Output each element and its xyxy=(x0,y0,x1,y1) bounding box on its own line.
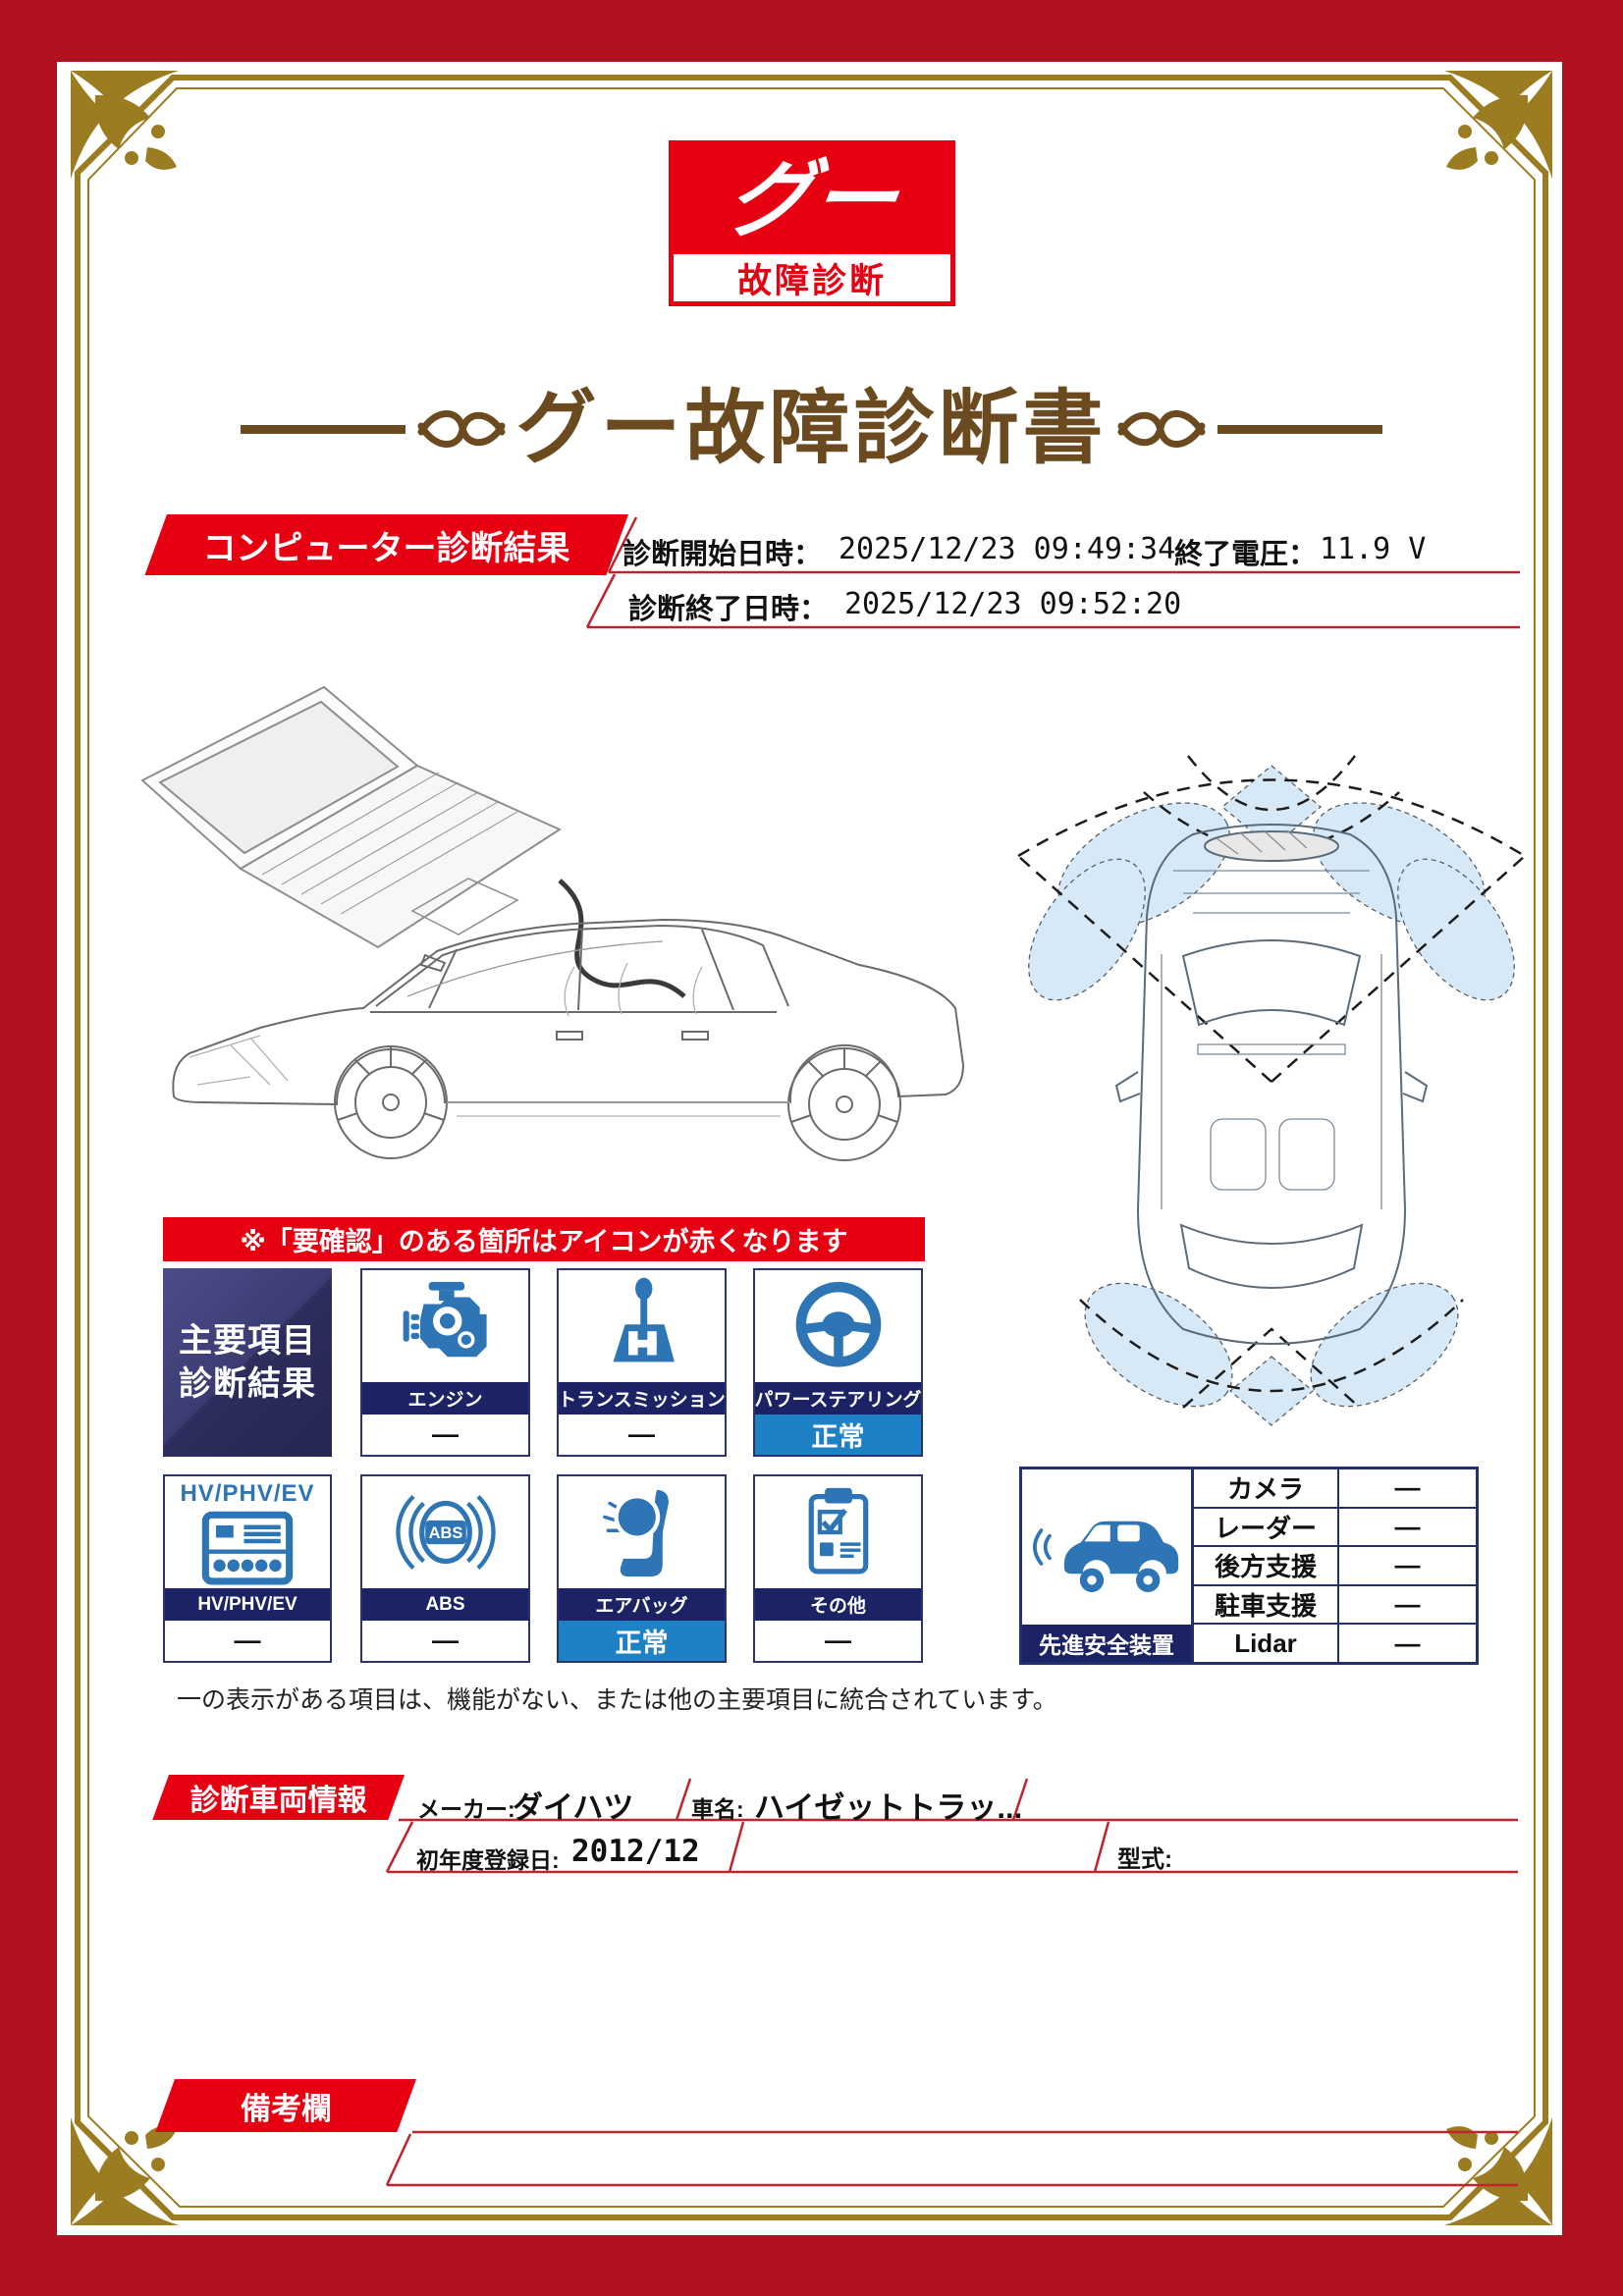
safety-row-parking-support: 駐車支援 — xyxy=(1194,1585,1476,1626)
safety-caption: 先進安全装置 xyxy=(1022,1625,1191,1662)
title-rule-right xyxy=(1217,424,1382,434)
card-label: ABS xyxy=(362,1588,528,1621)
wireframe-sedan xyxy=(172,918,965,1161)
vehicle-info-banner: 診断車両情報 xyxy=(152,1775,405,1820)
diag-end-value: 2025/12/23 09:52:20 xyxy=(844,587,1182,621)
flourish-icon xyxy=(1117,410,1205,448)
safety-name: カメラ xyxy=(1194,1469,1339,1507)
grid-header-line2: 診断結果 xyxy=(179,1365,316,1403)
card-abs: ABS ABS — xyxy=(360,1474,530,1663)
grid-header-line1: 主要項目 xyxy=(179,1321,316,1360)
card-label: HV/PHV/EV xyxy=(165,1588,330,1621)
flourish-icon xyxy=(417,410,506,448)
safety-row-lidar: Lidar — xyxy=(1194,1625,1476,1662)
card-status: — xyxy=(234,1626,261,1655)
airbag-icon xyxy=(559,1476,725,1588)
maker-value: ダイハツ xyxy=(513,1790,634,1825)
car-top-view xyxy=(1114,824,1429,1345)
safety-name: レーダー xyxy=(1194,1508,1339,1546)
card-status: — xyxy=(432,1419,459,1449)
safety-value: — xyxy=(1394,1589,1421,1620)
sensor-coverage-illustration xyxy=(1017,755,1526,1426)
title-rule-left xyxy=(241,424,406,434)
goo-logo: グー 故障診断 xyxy=(669,140,955,306)
safety-rows: カメラ — レーダー — 後方支援 — 駐車支援 — Lidar — xyxy=(1194,1469,1476,1662)
hv-icon-title: HV/PHV/EV xyxy=(180,1480,315,1507)
safety-left-cell: 先進安全装置 xyxy=(1022,1469,1194,1662)
safety-name: 後方支援 xyxy=(1194,1547,1339,1584)
first-registration-value: 2012/12 xyxy=(571,1834,700,1869)
card-label: エアバッグ xyxy=(559,1588,725,1621)
report-title-row: グー故障診断書 xyxy=(0,376,1623,482)
sensor-zones xyxy=(1028,765,1515,1426)
page-title: グー故障診断書 xyxy=(515,384,1108,473)
safety-row-camera: カメラ — xyxy=(1194,1469,1476,1509)
safety-value: — xyxy=(1394,1511,1421,1541)
hv-unit-icon: HV/PHV/EV xyxy=(165,1476,330,1588)
goo-logo-caption: 故障診断 xyxy=(674,254,950,301)
remarks-banner-label: 備考欄 xyxy=(240,2091,332,2126)
computer-diagnosis-banner: コンピューター診断結果 xyxy=(144,514,628,575)
corner-ornament xyxy=(71,71,179,179)
abs-icon-text: ABS xyxy=(428,1524,462,1542)
main-diagnosis-grid: 主要項目 診断結果 xyxy=(163,1268,925,1663)
card-label: エンジン xyxy=(362,1382,528,1415)
computer-diagnosis-banner-label: コンピューター診断結果 xyxy=(202,529,570,567)
diag-start-label: 診断開始日時： xyxy=(622,539,823,570)
card-status: 正常 xyxy=(755,1415,921,1455)
safety-row-rear-support: 後方支援 — xyxy=(1194,1547,1476,1586)
card-label: トランスミッション xyxy=(558,1382,726,1415)
goo-logo-mark: グー xyxy=(674,145,950,254)
safety-value: — xyxy=(1394,1628,1421,1658)
card-status: — xyxy=(825,1626,851,1655)
card-hv-phv-ev: HV/PHV/EV HV/PHV/EV — xyxy=(163,1474,332,1663)
grid-header-box: 主要項目 診断結果 xyxy=(163,1268,332,1457)
end-voltage-value: 11.9 V xyxy=(1320,532,1427,566)
first-registration-label: 初年度登録日: xyxy=(416,1847,560,1873)
vehicle-info-banner-label: 診断車両情報 xyxy=(189,1785,367,1817)
dash-meaning-note: 一の表示がある項目は、機能がない、または他の主要項目に統合されています。 xyxy=(177,1686,1057,1714)
card-label: その他 xyxy=(755,1588,921,1621)
remarks-banner: 備考欄 xyxy=(155,2079,416,2132)
maker-label: メーカー: xyxy=(417,1796,515,1822)
obd-cable xyxy=(558,879,686,998)
card-other: その他 — xyxy=(753,1474,923,1663)
safety-row-radar: レーダー — xyxy=(1194,1508,1476,1548)
card-airbag: エアバッグ 正常 xyxy=(557,1474,727,1663)
safety-value: — xyxy=(1394,1472,1421,1503)
diag-start-value: 2025/12/23 09:49:34 xyxy=(839,532,1176,566)
advanced-safety-table: 先進安全装置 カメラ — レーダー — 後方支援 — 駐車支援 — Lidar … xyxy=(1019,1467,1479,1665)
sensing-car-icon xyxy=(1022,1469,1191,1625)
abs-icon: ABS xyxy=(362,1476,528,1588)
card-engine: エンジン — xyxy=(360,1268,530,1457)
attention-notice-bar: ※「要確認」のある箇所はアイコンが赤くなります xyxy=(163,1217,925,1261)
steering-wheel-icon xyxy=(755,1270,921,1382)
radar-range-lines xyxy=(1017,755,1526,1409)
safety-name: Lidar xyxy=(1194,1625,1339,1662)
laptop-car-diagnostic-illustration xyxy=(140,685,965,1161)
card-status: — xyxy=(628,1419,655,1449)
car-name-value: ハイゼットトラッ... xyxy=(754,1790,1023,1825)
clipboard-icon xyxy=(755,1476,921,1588)
car-name-label: 車名: xyxy=(691,1796,744,1822)
diag-end-label: 診断終了日時： xyxy=(628,594,829,625)
end-voltage-label: 終了電圧： xyxy=(1174,539,1318,570)
card-transmission: トランスミッション — xyxy=(557,1268,727,1457)
safety-value: — xyxy=(1394,1550,1421,1580)
transmission-icon xyxy=(559,1270,725,1382)
card-status: 正常 xyxy=(559,1621,725,1661)
safety-name: 駐車支援 xyxy=(1194,1585,1339,1624)
card-power-steering: パワーステアリング 正常 xyxy=(753,1268,923,1457)
card-status: — xyxy=(432,1626,459,1655)
engine-icon xyxy=(362,1270,528,1382)
goo-logo-text: グー xyxy=(721,152,903,247)
card-label: パワーステアリング xyxy=(754,1382,922,1415)
model-code-label: 型式: xyxy=(1117,1846,1172,1873)
